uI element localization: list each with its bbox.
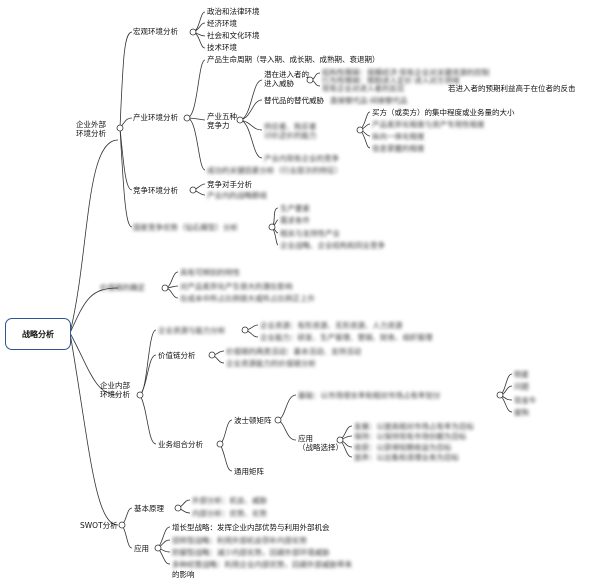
- macro-item: 技术环境: [207, 43, 237, 52]
- competition-item: 产业内的战略群组: [207, 191, 267, 200]
- entrant-item: 行为性障碍：限制进入定价·进入对方领域: [322, 76, 460, 85]
- macro-item: 经济环境: [207, 19, 237, 28]
- node-macro[interactable]: 宏观环境分析: [133, 27, 178, 36]
- swot-apply-item: 多种经营战略：利用企业内部优势，回避外部威胁带来: [172, 560, 352, 569]
- bcg-app-item: 收获：以获得短期收益为目标: [354, 443, 452, 452]
- node-external[interactable]: 企业外部 环境分析: [76, 120, 106, 138]
- node-rivalry[interactable]: 产业内现有企业的竞争: [264, 154, 339, 163]
- resources-item: 企业资源：有形资源、无形资源、人力资源: [260, 321, 403, 330]
- bcg-app-item: 放弃：以出售和清理业务为目标: [354, 453, 459, 462]
- national-item: 企业战略、企业结构和同业竞争: [280, 241, 385, 250]
- connector-internal-portfolio: [139, 394, 157, 445]
- value-item: 对产品差异化产生很大的潜在影响: [180, 282, 293, 291]
- national-item: 生产要素: [280, 204, 310, 213]
- node-swot-basic[interactable]: 基本原理: [134, 504, 164, 513]
- connector-root-value: [69, 287, 119, 334]
- node-five-forces[interactable]: 产业五种 竞争力: [207, 112, 237, 130]
- root-node[interactable]: 战略分析: [5, 318, 71, 350]
- value-item: 在成本中所占比例很大或所占比例正上升: [180, 294, 315, 303]
- national-item: 需求条件: [280, 216, 310, 225]
- industry-success-factors: 成功的关键因素分析（行业层次的特征）: [207, 166, 342, 175]
- bs-item: 信息掌握的程度: [372, 144, 425, 153]
- node-swot[interactable]: SWOT分析: [80, 521, 118, 530]
- node-buyers-suppliers[interactable]: 供应者、购买者 讨价还价的能力: [264, 122, 317, 140]
- connector-national-items: [271, 207, 279, 246]
- bcg-app-item: 发展：以提高相对市场占有率为目标: [354, 422, 474, 431]
- bcg-type: 问题: [514, 382, 529, 391]
- value-item: 具有可辨别的特性: [180, 268, 240, 277]
- connector-bs-items: [359, 111, 371, 149]
- swot-basic-item: 外部分析：机会、威胁: [192, 496, 267, 505]
- swot-basic-item: 内部分析：优势、劣势: [192, 509, 267, 518]
- bcg-type: 瘦狗: [514, 408, 529, 417]
- bs-item: 买方（或卖方）的集中程度或业务量的大小: [372, 108, 515, 117]
- node-valuechain[interactable]: 价值链分析: [158, 351, 196, 360]
- connector-industry-items: [186, 59, 206, 171]
- connector-apply-items: [157, 526, 171, 565]
- swot-apply-item: 扭转型战略：利用外部机会弥补内部劣势: [172, 536, 307, 545]
- substitute-item: 直接替代品·间接替代品: [330, 96, 408, 105]
- bs-item: 产品差异化程度与资产专用性程度: [372, 120, 485, 129]
- node-resources[interactable]: 企业资源与能力分析: [158, 326, 226, 335]
- connector-external-macro: [119, 31, 133, 129]
- node-competition[interactable]: 竞争环境分析: [133, 186, 178, 195]
- competition-item: 竞争对手分析: [207, 180, 252, 189]
- entrant-item: 若进入者的预期利益高于在位者的反击: [448, 84, 576, 93]
- bcg-app-item: 保持：以保持现有市场份额为目标: [354, 432, 467, 441]
- connector-external-national: [119, 127, 133, 228]
- entrant-item: 现有企业对进入者的反应: [322, 84, 405, 93]
- valuechain-item: 企业资源能力的价值链分析: [226, 359, 316, 368]
- bcg-type: 现金牛: [514, 396, 537, 405]
- connector-bcg-types: [499, 373, 513, 413]
- connector-root-internal: [69, 332, 119, 396]
- node-value[interactable]: 价值链的确定: [100, 283, 145, 292]
- bs-item: 纵向一体化程度: [372, 132, 425, 141]
- node-bcg[interactable]: 波士顿矩阵: [234, 416, 272, 425]
- connector-app-items: [339, 425, 353, 458]
- node-potential-entrants[interactable]: 潜在进入者的 进入威胁: [264, 70, 309, 88]
- resources-item: 企业能力：研发、生产管理、营销、财务、组织管理: [260, 333, 433, 342]
- bcg-type: 明星: [514, 370, 529, 379]
- node-portfolio[interactable]: 业务组合分析: [158, 440, 203, 449]
- entrant-item: 结构性障碍：规模经济·现有企业对关键资源的控制: [322, 68, 490, 77]
- swot-apply-item: 防御型战略：减少内部劣势，回避外部环境威胁: [172, 548, 330, 557]
- node-bcg-app[interactable]: 应用 （战略选择）: [298, 434, 343, 452]
- valuechain-item: 价值链的两类活动：基本活动、支持活动: [226, 347, 361, 356]
- industry-lifecycle: 产品生命周期（导入期、成长期、成熟期、衰退期）: [207, 55, 380, 64]
- node-internal[interactable]: 企业内部 环境分析: [100, 381, 130, 399]
- connector-internal-resources: [139, 329, 157, 396]
- connector-internal-valuechain: [139, 354, 157, 396]
- connector-swot-apply: [121, 524, 133, 549]
- connector-bcg-items: [277, 394, 297, 441]
- swot-apply-item: 增长型战略：发挥企业内部优势与利用外部机会: [172, 523, 330, 532]
- node-national[interactable]: 国家竞争优势（钻石模型）分析: [133, 223, 238, 232]
- node-substitutes[interactable]: 替代品的替代威胁: [264, 96, 324, 105]
- node-swot-apply[interactable]: 应用: [134, 544, 149, 553]
- macro-item: 政治和法律环境: [207, 7, 260, 16]
- bcg-basis: 基础：以市场增长率和相对市场占有率划分: [298, 391, 441, 400]
- connector-macro-items: [192, 11, 206, 49]
- connector-external-competition: [119, 127, 133, 191]
- swot-apply-tail: 的影响: [172, 570, 195, 579]
- node-industry[interactable]: 产业环境分析: [133, 113, 178, 122]
- node-ge[interactable]: 通用矩阵: [234, 467, 264, 476]
- root-label: 战略分析: [22, 329, 54, 339]
- connector-root-external: [69, 139, 119, 334]
- connector-value-items: [164, 271, 179, 299]
- national-item: 相关与支持性产业: [280, 229, 340, 238]
- macro-item: 社会和文化环境: [207, 31, 260, 40]
- connector-root-swot: [69, 332, 119, 526]
- connector-forces-items: [239, 79, 263, 159]
